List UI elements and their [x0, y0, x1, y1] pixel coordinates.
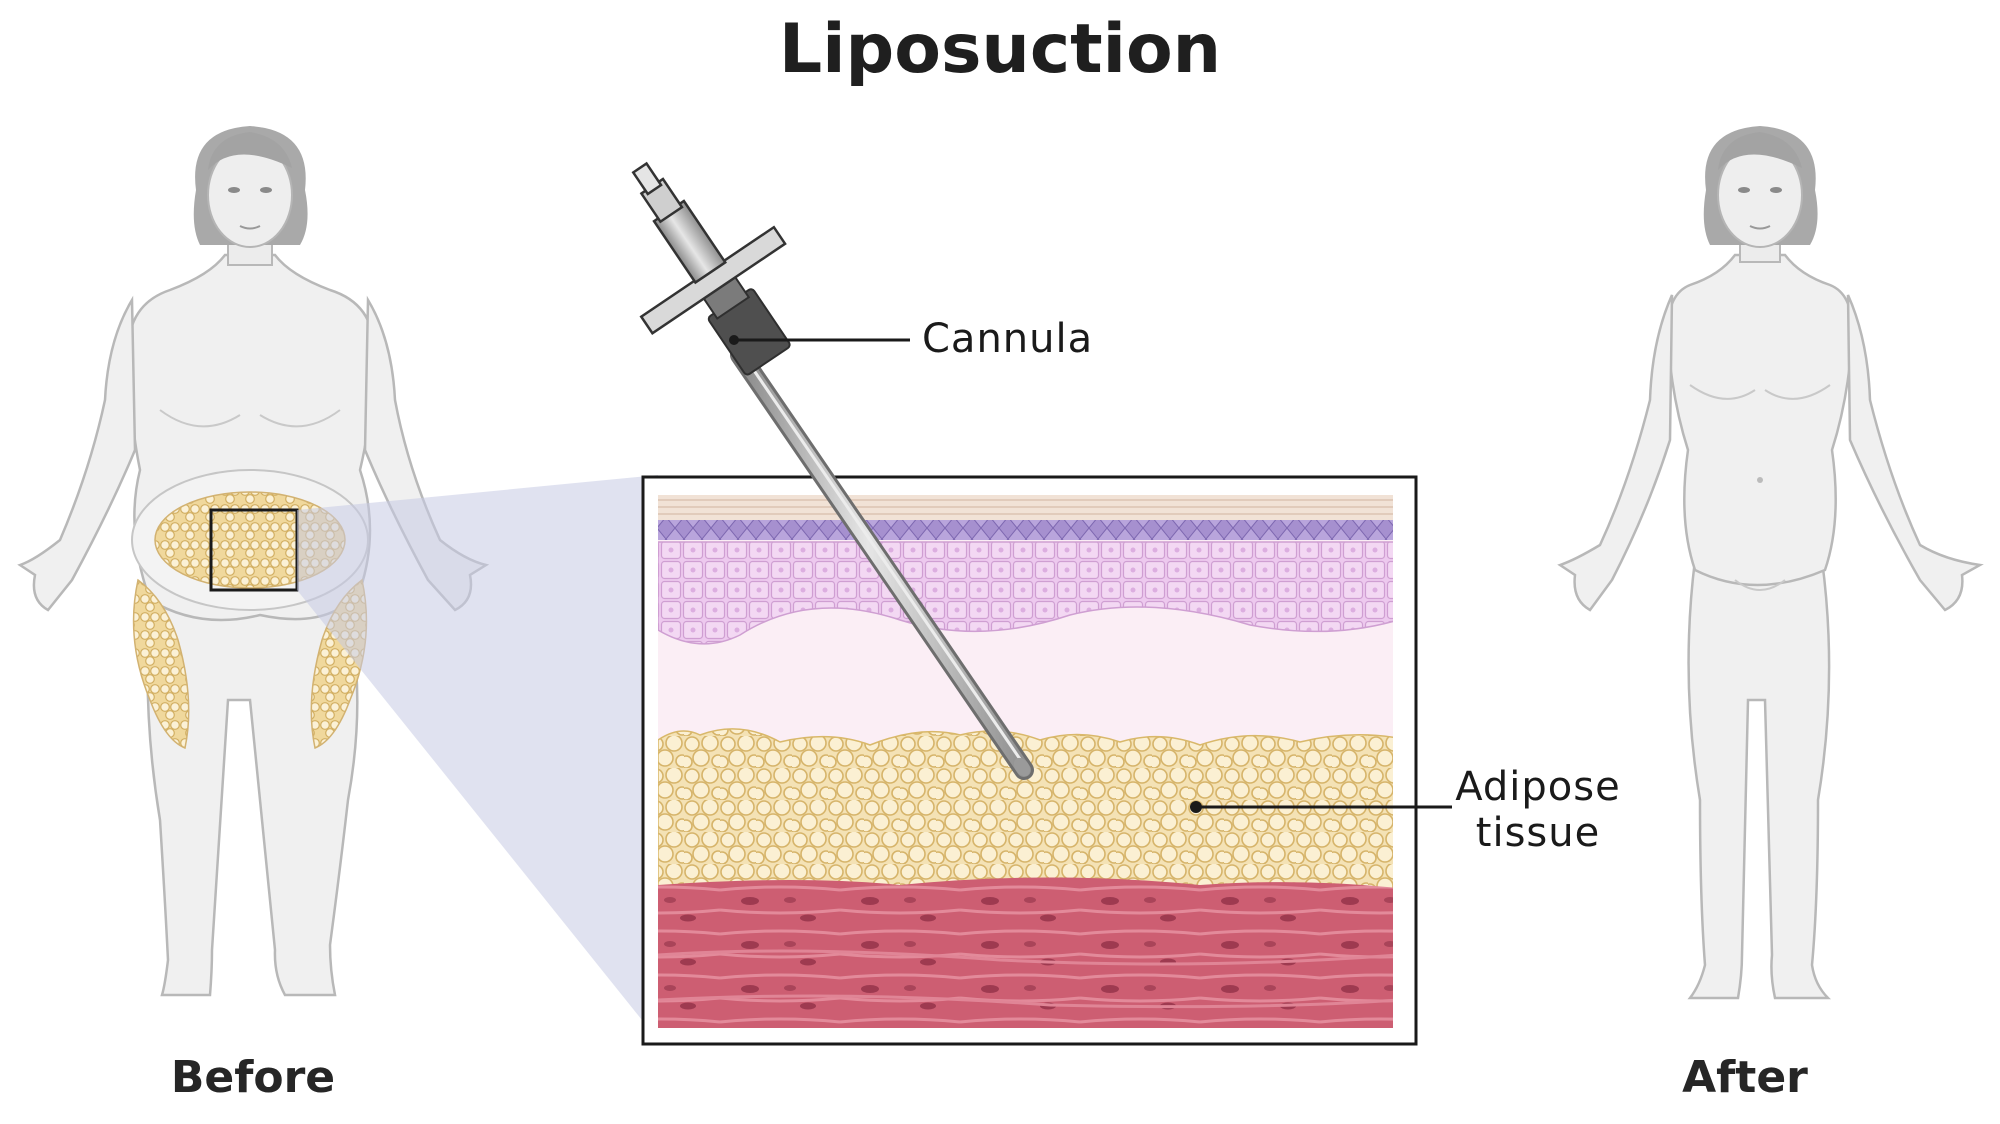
adipose-label-line2: tissue: [1476, 810, 1600, 856]
epidermis-layer: [658, 541, 1393, 645]
left-thigh-fat-deposit: [132, 578, 190, 750]
after-caption: After: [1682, 1052, 1808, 1103]
after-figure: [1557, 126, 1984, 1000]
muscle-layer: [658, 877, 1393, 1028]
cannula-instrument: [631, 161, 1034, 780]
adipose-label-line1: Adipose: [1455, 764, 1620, 810]
before-caption: Before: [171, 1052, 335, 1103]
diagram-title: Liposuction: [779, 10, 1221, 89]
zoom-projection: [297, 475, 658, 1040]
cannula-label: Cannula: [922, 316, 1093, 362]
adipose-tissue-layer: [658, 728, 1393, 901]
